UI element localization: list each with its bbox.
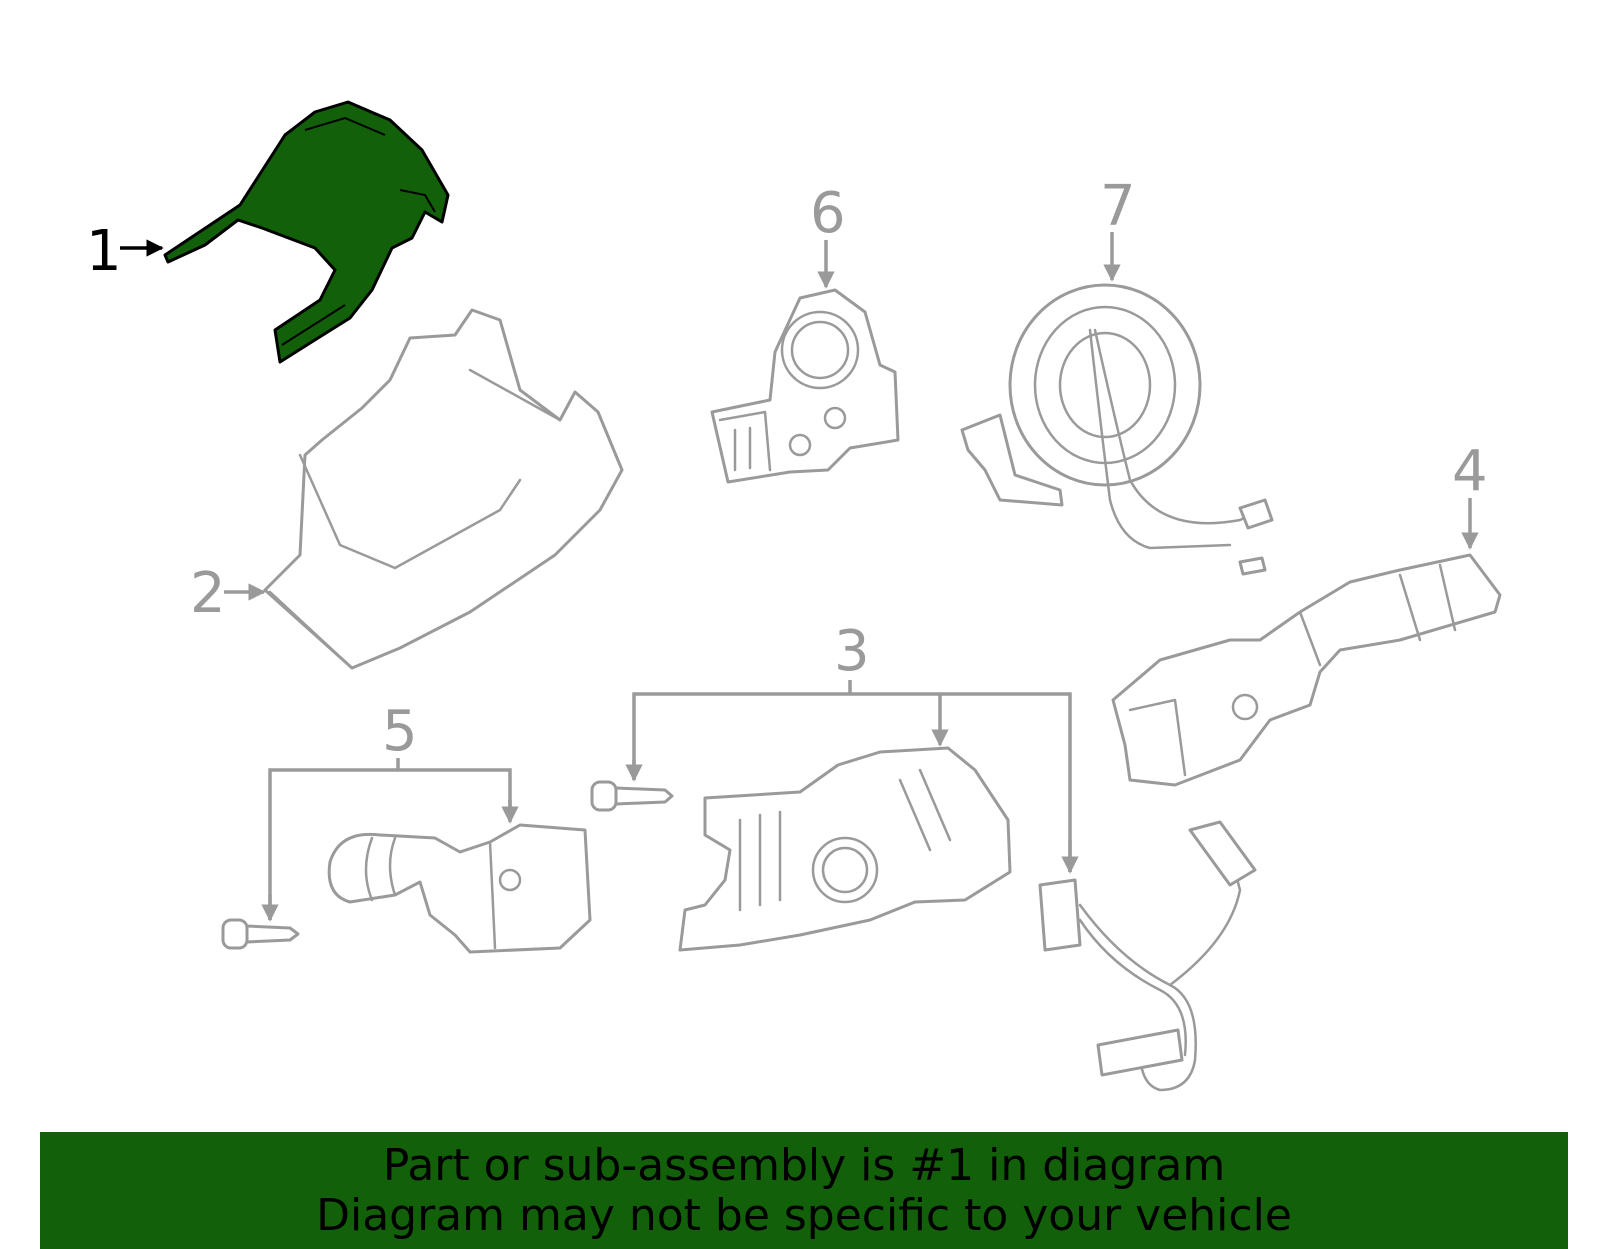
- callout-4[interactable]: 4: [1452, 439, 1488, 550]
- part-1-upper-column-cover[interactable]: [163, 100, 450, 364]
- callout-1[interactable]: 1: [86, 219, 164, 284]
- banner-line-disclaimer: Diagram may not be specific to your vehi…: [316, 1189, 1292, 1241]
- banner-line-part: Part or sub-assembly is #1 in diagram: [382, 1139, 1226, 1191]
- part-6-steering-angle-sensor[interactable]: [710, 288, 900, 484]
- callout-2[interactable]: 2: [190, 561, 266, 626]
- callout-3-label: 3: [834, 619, 870, 684]
- callout-2-label: 2: [190, 561, 226, 626]
- part-2-lower-column-cover[interactable]: [263, 308, 624, 670]
- callout-6-label: 6: [810, 181, 846, 246]
- callout-5-bracket: [268, 768, 512, 920]
- info-banner: Part or sub-assembly is #1 in diagram Di…: [40, 1132, 1568, 1249]
- callout-7[interactable]: 7: [1100, 174, 1136, 282]
- callout-3-bracket: [632, 692, 1072, 872]
- callout-4-label: 4: [1452, 439, 1488, 504]
- part-5-headlamp-switch[interactable]: [221, 823, 592, 954]
- callout-5-label: 5: [382, 699, 418, 764]
- callout-3[interactable]: 3: [625, 619, 1079, 874]
- part-4-wiper-switch[interactable]: [1111, 553, 1502, 787]
- part-3-combination-switch[interactable]: [590, 746, 1257, 1092]
- callout-5[interactable]: 5: [261, 699, 519, 922]
- part-7-clock-spring[interactable]: [960, 283, 1274, 576]
- callout-7-label: 7: [1100, 174, 1136, 239]
- parts-diagram: 1 2 6 7: [86, 100, 1502, 1092]
- callout-1-label: 1: [86, 219, 122, 284]
- callout-6[interactable]: 6: [810, 181, 846, 289]
